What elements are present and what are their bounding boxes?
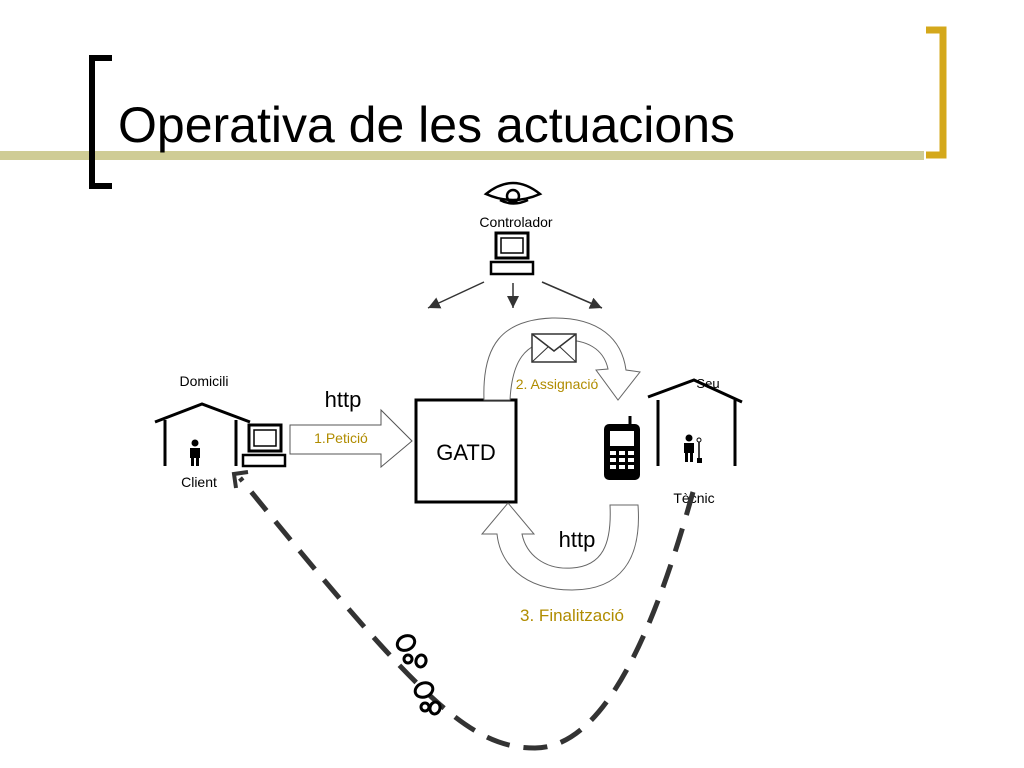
gatd-server-box xyxy=(414,398,518,504)
technician-route-dashed xyxy=(238,476,696,751)
controller-label: Controlador xyxy=(479,214,552,230)
client-computer-icon xyxy=(241,423,287,468)
technician-icon xyxy=(684,434,702,463)
title-underline xyxy=(0,151,924,160)
finalization-protocol-label: http xyxy=(559,527,596,552)
finalization-label: 3. Finalització xyxy=(520,606,624,625)
right-bracket xyxy=(926,26,947,159)
person-icon xyxy=(190,439,200,466)
page-title: Operativa de les actuacions xyxy=(118,97,736,153)
request-arrow xyxy=(289,408,413,469)
technician-label: Tècnic xyxy=(673,490,714,506)
client-house-icon xyxy=(154,402,251,466)
request-protocol-label: http xyxy=(325,387,362,412)
controller-computer-icon xyxy=(489,231,535,276)
envelope-icon xyxy=(531,333,577,363)
controller-arrow-left xyxy=(427,281,485,309)
gatd-label: GATD xyxy=(436,440,495,465)
technician-route-arrowhead xyxy=(231,470,249,489)
controller-arrow-right xyxy=(541,281,603,309)
left-bracket xyxy=(89,55,112,189)
client-label: Client xyxy=(181,474,217,490)
assignment-label: 2. Assignació xyxy=(516,376,599,392)
technician-house-icon xyxy=(647,378,743,466)
finalization-curved-arrow xyxy=(480,502,639,591)
technician-place-label: Seu xyxy=(696,376,719,391)
eye-icon xyxy=(483,181,543,205)
client-place-label: Domicili xyxy=(180,373,229,389)
request-label: 1.Petició xyxy=(314,430,368,446)
mobile-phone-icon xyxy=(604,416,640,480)
footprints-icon xyxy=(395,634,442,716)
